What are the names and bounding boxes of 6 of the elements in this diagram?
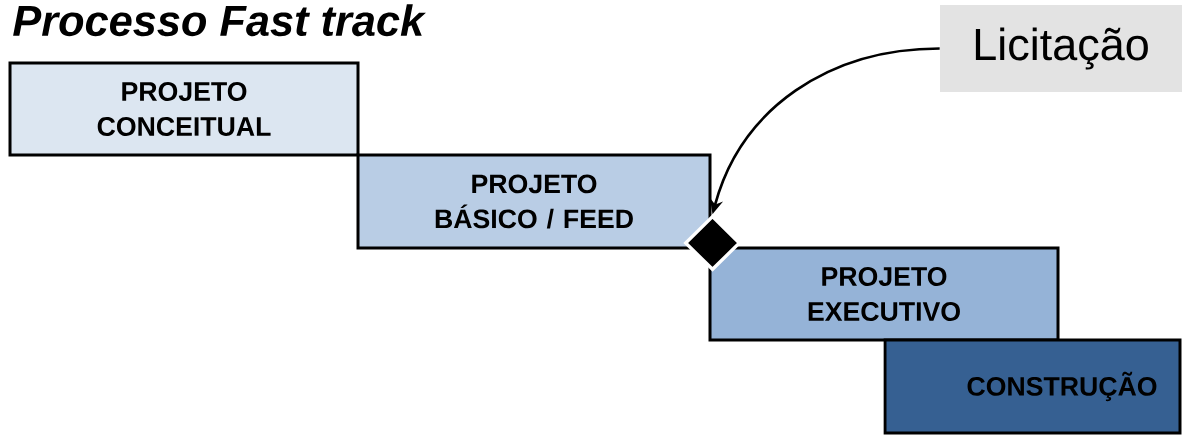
phase-box: PROJETO BÁSICO / FEED xyxy=(356,153,712,250)
label-box: Licitação xyxy=(940,5,1182,92)
phase-box: PROJETO CONCEITUAL xyxy=(8,61,360,157)
phase-box: CONSTRUÇÃO xyxy=(883,338,1182,435)
title: Processo Fast track xyxy=(13,4,426,37)
phase-box: PROJETO EXECUTIVO xyxy=(708,246,1060,342)
